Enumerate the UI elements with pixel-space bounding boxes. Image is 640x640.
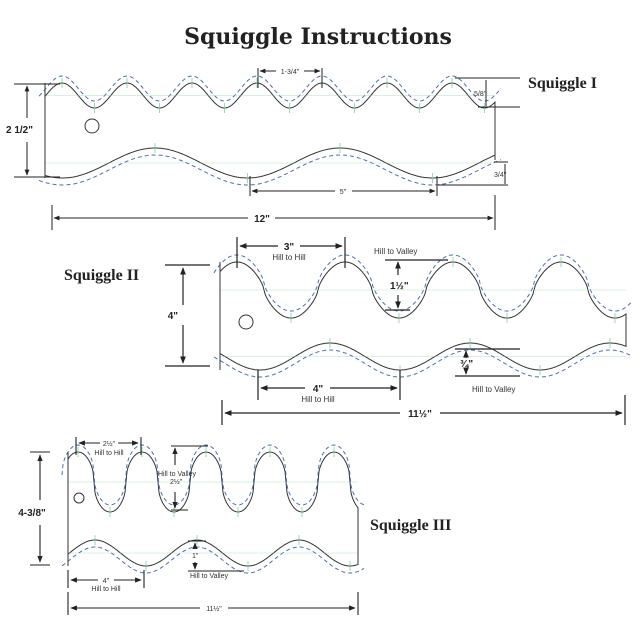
squiggle-3-name: Squiggle III bbox=[370, 517, 451, 534]
squiggle-2-top-depth: 1½" bbox=[390, 281, 409, 292]
squiggle-1 bbox=[38, 75, 502, 186]
squiggle-3-length: 11½" bbox=[206, 605, 222, 613]
squiggle-2-top-spacing: 3" bbox=[284, 242, 295, 253]
squiggle-2-top-depth-label: Hill to Valley bbox=[374, 247, 417, 256]
squiggle-1-top-depth: 5/8" bbox=[474, 91, 487, 98]
squiggle-3-dimensions bbox=[30, 437, 359, 615]
squiggle-1-height: 2 1/2" bbox=[6, 125, 33, 136]
squiggle-3-bottom-spacing: 4" bbox=[103, 578, 110, 585]
squiggle-1-dimensions bbox=[14, 68, 520, 230]
squiggle-2-height: 4" bbox=[168, 311, 179, 322]
bottom-seam-line bbox=[61, 546, 365, 574]
hanging-hole bbox=[238, 314, 254, 330]
hanging-hole bbox=[84, 118, 100, 134]
squiggle-1-length: 12" bbox=[254, 214, 270, 225]
template-outline bbox=[219, 261, 627, 371]
squiggle-2-bottom-spacing-label: Hill to Hill bbox=[301, 395, 335, 404]
template-outline bbox=[44, 82, 496, 179]
squiggle-3-bottom-spacing-label: Hill to Hill bbox=[91, 586, 121, 593]
squiggle-2-dimensions bbox=[165, 237, 626, 425]
squiggle-3-bottom-depth-label: Hill to Valley bbox=[190, 573, 228, 580]
top-seam-line bbox=[61, 444, 365, 506]
template-outline bbox=[67, 451, 359, 567]
squiggle-1-name: Squiggle I bbox=[528, 75, 597, 92]
squiggle-2-bottom-depth: ¾" bbox=[460, 359, 473, 370]
squiggle-3-top-depth: 2½" bbox=[170, 478, 183, 486]
squiggle-3-top-spacing-label: Hill to Hill bbox=[94, 450, 124, 457]
squiggle-3-top-spacing: 2½" bbox=[103, 440, 116, 448]
squiggle-1-bottom-depth: 3/4" bbox=[494, 172, 507, 179]
squiggle-2-name: Squiggle II bbox=[64, 267, 139, 284]
squiggle-2-top-spacing-label: Hill to Hill bbox=[272, 253, 306, 262]
squiggle-3-bottom-depth: 1" bbox=[192, 553, 199, 560]
squiggle-2-bottom-spacing: 4" bbox=[313, 384, 324, 395]
squiggle-1-hill-spacing: 1-3/4" bbox=[281, 69, 300, 76]
squiggle-2 bbox=[213, 254, 633, 378]
squiggle-1-bottom-spacing: 5" bbox=[340, 189, 347, 196]
bottom-seam-line bbox=[38, 154, 502, 186]
squiggle-2-bottom-depth-label: Hill to Valley bbox=[472, 385, 515, 394]
squiggle-3-top-depth-label: Hill to Valley bbox=[158, 471, 196, 478]
top-seam-line bbox=[213, 254, 633, 312]
squiggle-2-length: 11½" bbox=[408, 409, 432, 420]
page-title: Squiggle Instructions bbox=[184, 24, 452, 50]
bottom-seam-line bbox=[213, 349, 633, 378]
squiggle-3-height: 4-3/8" bbox=[18, 508, 46, 519]
hanging-hole bbox=[73, 492, 85, 504]
squiggle-3 bbox=[61, 444, 365, 574]
top-seam-line bbox=[38, 75, 502, 102]
